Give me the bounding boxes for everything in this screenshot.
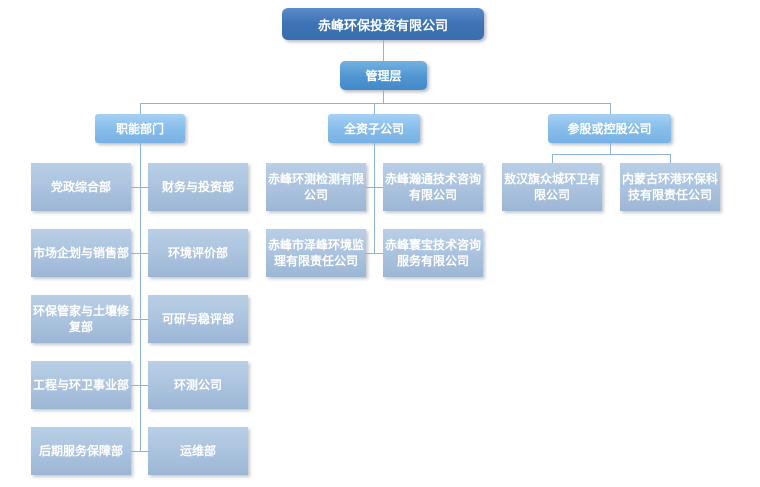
connector-line bbox=[383, 40, 384, 61]
node-dept-feasibility-stability: 可研与稳评部 bbox=[148, 295, 248, 343]
node-sub-hantong-consulting: 赤峰瀚通技术咨询有限公司 bbox=[383, 163, 483, 211]
node-branch-wholly-owned-subsidiaries: 全资子公司 bbox=[328, 114, 420, 143]
node-management: 管理层 bbox=[340, 61, 427, 90]
connector-line bbox=[610, 143, 611, 154]
connector-line bbox=[140, 103, 610, 104]
node-dept-finance-investment: 财务与投资部 bbox=[148, 163, 248, 211]
node-dept-after-service-support: 后期服务保障部 bbox=[31, 427, 131, 475]
connector-line bbox=[374, 143, 375, 253]
connector-line bbox=[365, 187, 383, 188]
node-holding-huangang-envtech: 内蒙古环港环保科技有限责任公司 bbox=[620, 163, 720, 211]
node-dept-environment-assessment: 环境评价部 bbox=[148, 229, 248, 277]
node-dept-marketing-sales: 市场企划与销售部 bbox=[31, 229, 131, 277]
node-dept-operations-maintenance: 运维部 bbox=[148, 427, 248, 475]
node-dept-env-steward-soil-repair: 环保管家与土壤修复部 bbox=[31, 295, 131, 343]
connector-line bbox=[670, 154, 671, 163]
connector-line bbox=[131, 451, 148, 452]
connector-line bbox=[131, 187, 148, 188]
connector-line bbox=[552, 154, 670, 155]
node-sub-huance-testing: 赤峰环测检测有限公司 bbox=[266, 163, 366, 211]
node-branch-invested-or-holding-companies: 参股或控股公司 bbox=[548, 114, 671, 143]
connector-line bbox=[131, 385, 148, 386]
connector-line bbox=[374, 103, 375, 114]
connector-line bbox=[610, 103, 611, 114]
node-company-env-testing: 环测公司 bbox=[148, 361, 248, 409]
node-sub-huanbao-consulting: 赤峰寰宝技术咨询服务有限公司 bbox=[383, 229, 483, 277]
connector-line bbox=[131, 319, 148, 320]
connector-line bbox=[131, 253, 148, 254]
connector-line bbox=[552, 154, 553, 163]
node-dept-engineering-sanitation: 工程与环卫事业部 bbox=[31, 361, 131, 409]
node-dept-party-admin-general: 党政综合部 bbox=[31, 163, 131, 211]
connector-line bbox=[140, 143, 141, 451]
connector-line bbox=[140, 103, 141, 114]
node-root-company: 赤峰环保投资有限公司 bbox=[282, 8, 484, 40]
connector-line bbox=[365, 253, 383, 254]
connector-line bbox=[383, 90, 384, 103]
node-holding-aohan-zhongcheng: 敖汉旗众城环卫有限公司 bbox=[502, 163, 602, 211]
node-branch-functional-departments: 职能部门 bbox=[95, 114, 185, 143]
node-sub-zefeng-supervision: 赤峰市泽峰环境监理有限责任公司 bbox=[266, 229, 366, 277]
